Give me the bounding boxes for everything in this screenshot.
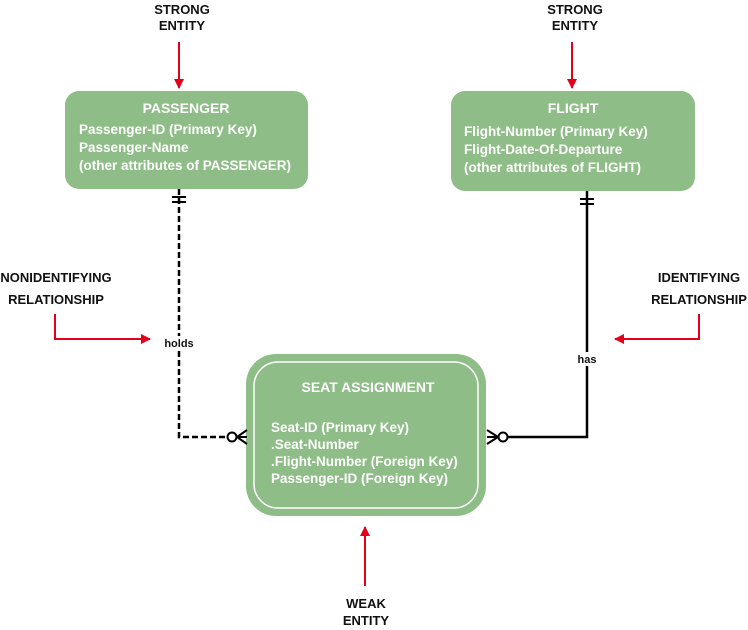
annotation-text: RELATIONSHIP (8, 292, 104, 307)
entity-flight[interactable]: FLIGHT Flight-Number (Primary Key) Fligh… (451, 91, 695, 191)
entity-attribute: Flight-Number (Primary Key) (464, 124, 648, 139)
relationship-line-solid (508, 191, 589, 439)
red-arrow-right-icon (54, 314, 151, 344)
entity-attribute: .Flight-Number (Foreign Key) (271, 454, 458, 469)
cardinality-crowsfoot-icon (236, 429, 248, 445)
annotation-text: WEAK (346, 596, 386, 611)
relationship-holds[interactable]: holds (162, 189, 248, 445)
entity-box (65, 91, 308, 189)
entity-title: FLIGHT (548, 100, 599, 116)
entity-attribute: Passenger-Name (79, 140, 189, 155)
relationship-has[interactable]: has (486, 191, 600, 445)
cardinality-crowsfoot-icon (486, 429, 499, 445)
annotation-text: ENTITY (343, 613, 390, 628)
relationship-line-dashed (177, 189, 228, 439)
entity-attribute: Seat-ID (Primary Key) (271, 420, 409, 435)
entity-box (246, 354, 486, 516)
relationship-label: holds (164, 338, 193, 350)
annotation-text: NONIDENTIFYING (0, 270, 111, 285)
annotation-identifying-relationship: IDENTIFYING RELATIONSHIP (614, 270, 747, 344)
annotation-nonidentifying-relationship: NONIDENTIFYING RELATIONSHIP (0, 270, 151, 344)
entity-attribute: (other attributes of PASSENGER) (79, 158, 291, 173)
entity-title: PASSENGER (143, 100, 230, 116)
entity-box (451, 91, 695, 191)
annotation-text: RELATIONSHIP (651, 292, 747, 307)
entity-passenger[interactable]: PASSENGER Passenger-ID (Primary Key) Pas… (65, 91, 308, 189)
cardinality-zero-circle-icon (226, 431, 238, 443)
red-arrow-left-icon (614, 314, 700, 344)
entity-attribute: .Seat-Number (271, 437, 360, 452)
annotation-weak-entity: WEAK ENTITY (343, 526, 390, 628)
annotation-text: ENTITY (552, 18, 599, 33)
relationship-label: has (578, 354, 597, 366)
entity-title: SEAT ASSIGNMENT (301, 379, 434, 395)
annotation-text: STRONG (154, 2, 210, 17)
entity-attribute: Passenger-ID (Foreign Key) (271, 471, 448, 486)
annotation-text: STRONG (547, 2, 603, 17)
annotation-strong-entity-left: STRONG ENTITY (154, 2, 210, 89)
label-background (574, 352, 600, 366)
annotation-text: IDENTIFYING (658, 270, 740, 285)
cardinality-zero-circle-icon (497, 431, 509, 443)
entity-attribute: (other attributes of FLIGHT) (464, 160, 641, 175)
entity-attribute: Passenger-ID (Primary Key) (79, 122, 257, 137)
entity-attribute: Flight-Date-Of-Departure (464, 142, 623, 157)
annotation-text: ENTITY (159, 18, 206, 33)
weak-entity-inner-border (253, 361, 479, 509)
annotation-strong-entity-right: STRONG ENTITY (547, 2, 603, 89)
label-background (162, 336, 196, 350)
entity-seat-assignment[interactable]: SEAT ASSIGNMENT Seat-ID (Primary Key) .S… (246, 354, 486, 516)
